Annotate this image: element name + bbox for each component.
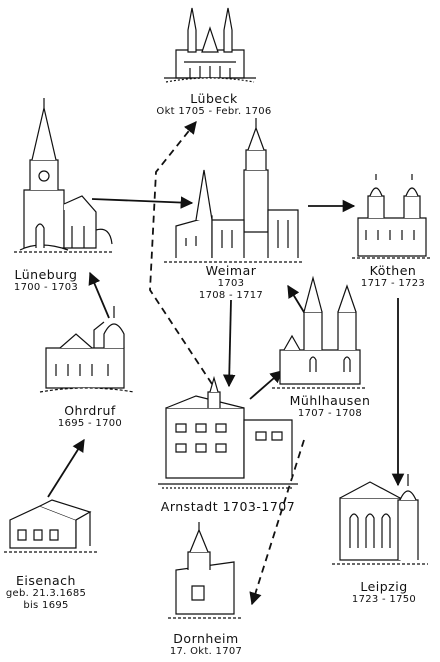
label-dornheim: Dornheim 17. Okt. 1707 <box>169 631 243 658</box>
label-ohrdruf: Ohrdruf 1695 - 1700 <box>57 403 123 430</box>
place-dates: 1695 - 1700 <box>57 418 123 430</box>
place-name: Dornheim <box>173 631 239 646</box>
label-eisenach: Eisenach geb. 21.3.1685 bis 1695 <box>5 573 87 611</box>
place-dates: 1707 - 1708 <box>297 408 363 420</box>
route-arnstadt-muehlhausen <box>249 370 283 400</box>
ohrdruf-castle-drawing <box>39 306 135 393</box>
weimar-castle-drawing <box>164 118 304 263</box>
label-weimar: Weimar 1703 1708 - 1717 <box>198 263 264 301</box>
koethen-castle-drawing <box>352 174 432 259</box>
place-name: Lüneburg <box>14 267 78 282</box>
label-leipzig: Leipzig 1723 - 1750 <box>351 579 417 606</box>
arnstadt-town-drawing <box>158 375 298 489</box>
place-name: Arnstadt 1703-1707 <box>160 499 296 514</box>
place-dates: Okt 1705 - Febr. 1706 <box>156 106 272 118</box>
route-weimar-arnstadt <box>222 299 236 388</box>
place-name: Leipzig <box>360 579 408 594</box>
label-arnstadt: Arnstadt 1703-1707 <box>160 499 296 514</box>
place-dates: 1723 - 1750 <box>351 594 417 606</box>
route-arnstadt-luebeck <box>149 121 213 385</box>
luebeck-church-drawing <box>164 7 256 83</box>
route-lueneburg-weimar <box>91 196 194 209</box>
label-koethen: Köthen 1717 - 1723 <box>360 263 426 290</box>
lueneburg-church-drawing <box>14 98 113 253</box>
place-name: Eisenach <box>16 573 76 588</box>
routes <box>47 121 405 606</box>
route-muehlhausen-dornheim <box>249 439 305 606</box>
place-name: Lübeck <box>190 91 238 106</box>
label-lueneburg: Lüneburg 1700 - 1703 <box>13 267 79 294</box>
place-dates: bis 1695 <box>23 599 69 611</box>
dornheim-church-drawing <box>168 522 242 619</box>
place-name: Mühlhausen <box>289 393 371 408</box>
label-muehlhausen: Mühlhausen 1707 - 1708 <box>289 393 371 420</box>
place-dates: 1703 <box>217 278 245 290</box>
muehlhausen-church-drawing <box>272 275 366 389</box>
place-dates: 1700 - 1703 <box>13 282 79 294</box>
place-dates: 1717 - 1723 <box>360 278 426 290</box>
place-name: Weimar <box>205 263 257 278</box>
route-eisenach-ohrdruf <box>47 438 85 498</box>
place-name: Köthen <box>369 263 417 278</box>
route-ohrdruf-lueneburg <box>88 271 110 319</box>
place-dates: 1708 - 1717 <box>198 289 264 301</box>
place-dates: 17. Okt. 1707 <box>169 646 243 658</box>
place-name: Ohrdruf <box>64 403 116 418</box>
eisenach-house-drawing <box>4 499 98 553</box>
leipzig-church-drawing <box>332 474 428 565</box>
place-dates: geb. 21.3.1685 <box>5 588 87 600</box>
label-luebeck: Lübeck Okt 1705 - Febr. 1706 <box>156 91 272 118</box>
